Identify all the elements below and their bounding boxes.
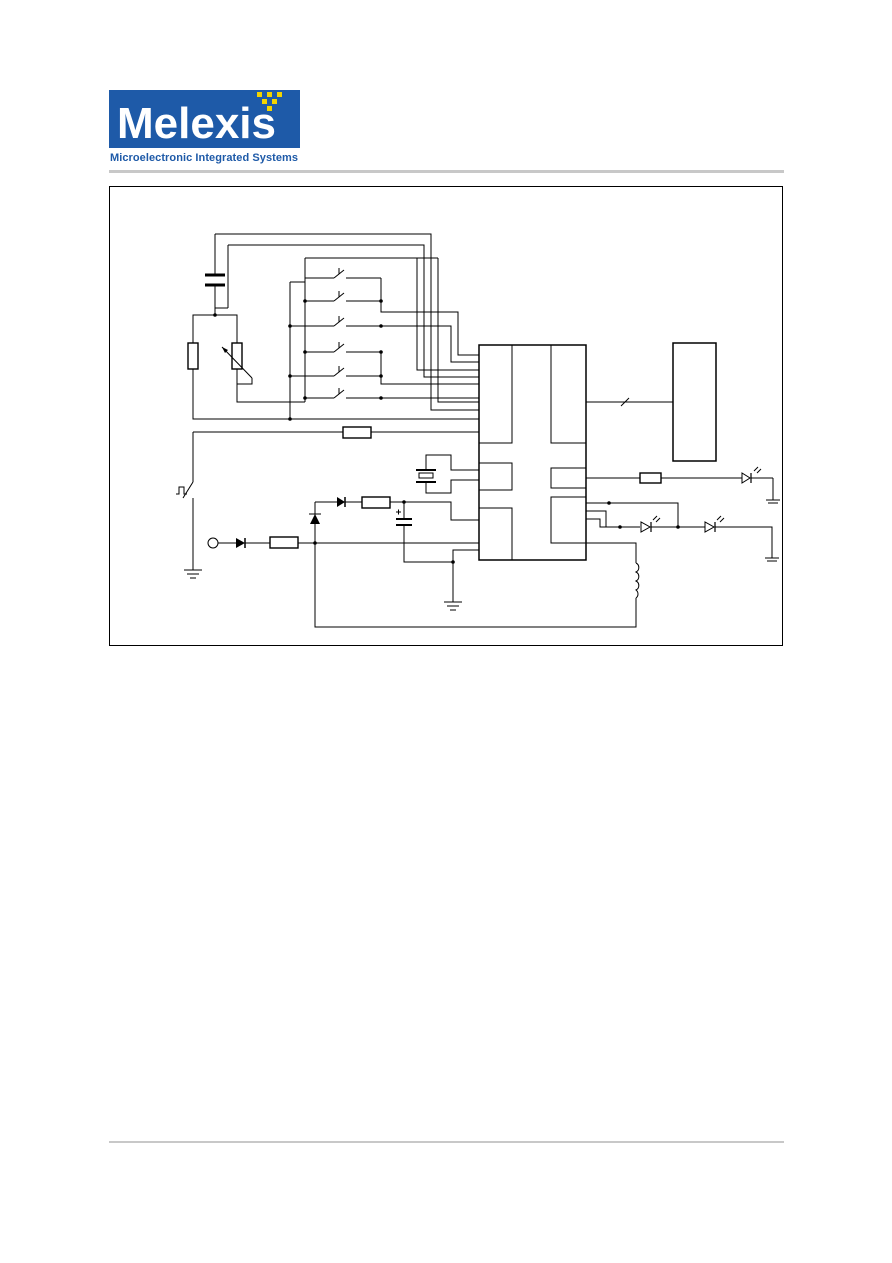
resistor-r1 — [187, 314, 479, 420]
logo-dots — [257, 92, 282, 111]
ic-power-block — [478, 507, 513, 561]
bus-slash-mark — [620, 397, 630, 407]
ic-input-block — [478, 344, 513, 444]
capacitor-c1 — [205, 234, 225, 315]
series-resistor-r3 — [269, 536, 299, 549]
ic-display-driver-block — [550, 344, 587, 444]
switch-array — [213, 268, 479, 421]
main-controller-ic — [478, 344, 587, 561]
header-rule — [109, 170, 784, 173]
inductor-coil — [586, 542, 640, 599]
input-resistor-r2 — [193, 426, 479, 439]
led-output-2 — [586, 501, 779, 562]
resistor-r5 — [639, 472, 662, 484]
input-switch — [176, 432, 202, 579]
thermistor-ntc — [215, 314, 305, 403]
resistor-r4 — [361, 496, 391, 509]
supply-terminal — [207, 537, 219, 549]
diagram-frame — [109, 186, 783, 646]
logo-tagline: Microelectronic Integrated Systems — [110, 152, 298, 164]
melexis-logo: Melexis Microelectronic Integrated Syste… — [109, 90, 300, 165]
power-supply — [207, 496, 637, 628]
led-output-1 — [586, 466, 780, 504]
footer-rule — [109, 1141, 784, 1143]
display-module — [586, 342, 717, 462]
logo-wordmark: Melexis — [117, 99, 276, 148]
ic-oscillator-block — [478, 462, 513, 491]
ic-output-driver-block — [550, 496, 587, 544]
crystal-oscillator — [416, 454, 479, 494]
logo-tagline-band — [109, 148, 300, 165]
